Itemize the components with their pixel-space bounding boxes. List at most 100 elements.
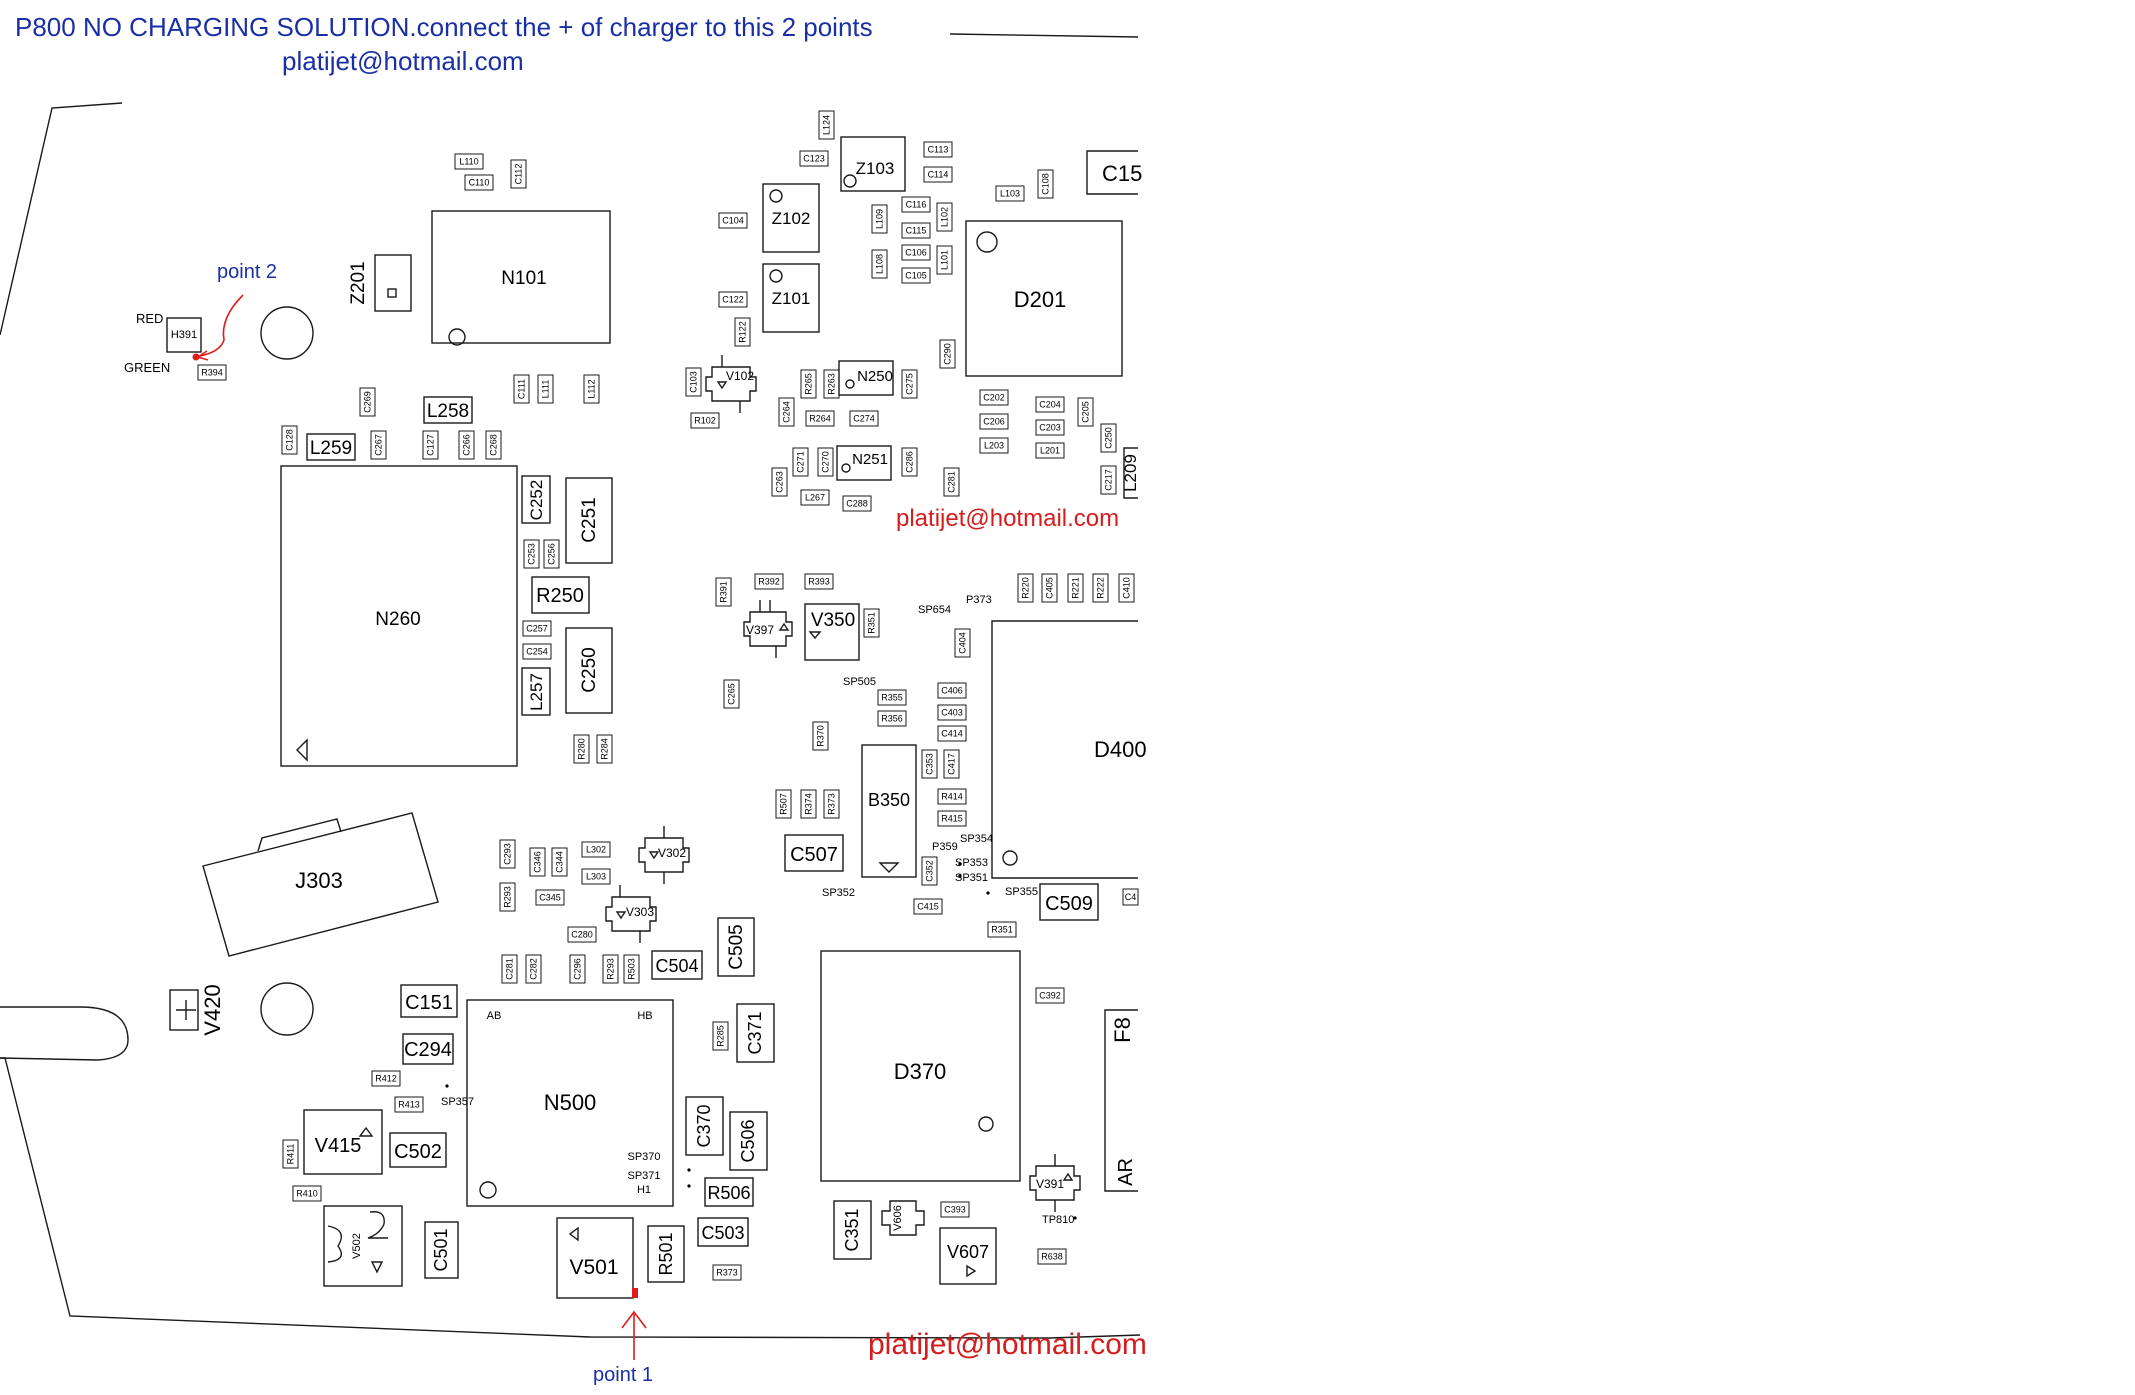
smd-c393: C393: [940, 1201, 970, 1218]
smd-r293b: R293: [602, 954, 619, 984]
testpoint-sp355: SP355: [1005, 886, 1038, 898]
smd-label: L112: [587, 379, 597, 398]
smd-label: C108: [1041, 173, 1051, 195]
capacitor-C505: C505: [717, 917, 755, 977]
transistor-V102: V102: [705, 355, 757, 413]
part-F8: F8 AR: [1104, 1009, 1138, 1192]
smd-r413: R413: [394, 1096, 424, 1113]
smd-c205: C205: [1077, 397, 1094, 427]
part-N250: N250: [838, 360, 894, 396]
smd-label: R638: [1041, 1252, 1063, 1262]
smd-r280: R280: [573, 734, 590, 764]
smd-c263: C263: [771, 467, 788, 497]
point2-marker: [192, 294, 244, 361]
capacitor-C501: C501: [424, 1221, 459, 1279]
smd-r507: R507: [775, 789, 792, 819]
resistor-R250: R250: [531, 576, 590, 614]
smd-label: C104: [722, 216, 744, 226]
smd-label: C254: [526, 647, 548, 657]
smd-r374: R374: [800, 789, 817, 819]
smd-c116: C116: [901, 196, 931, 213]
smd-label: L102: [940, 207, 950, 227]
ic-N500: N500 AB HB SP370 SP371 H1: [466, 999, 674, 1207]
smd-label: C281: [505, 958, 515, 980]
smd-l303: L303: [581, 868, 611, 885]
smd-r220: R220: [1017, 573, 1034, 603]
smd-label: C269: [363, 391, 373, 413]
smd-label: C256: [547, 543, 557, 565]
smd-label: R280: [577, 738, 587, 760]
smd-c254: C254: [522, 643, 552, 660]
smd-label: R413: [398, 1100, 420, 1110]
svg-text:V606: V606: [892, 1205, 904, 1231]
smd-r394: R394: [197, 364, 227, 381]
svg-text:N250: N250: [857, 368, 893, 385]
smd-label: L267: [805, 493, 825, 503]
smd-c113: C113: [923, 141, 953, 158]
smd-c290: C290: [939, 339, 956, 369]
smd-label: R394: [201, 368, 223, 378]
inductor-L258: L258: [423, 396, 473, 424]
smd-c281: C281: [943, 467, 960, 497]
svg-text:D370: D370: [894, 1059, 947, 1084]
svg-text:C251: C251: [579, 497, 600, 542]
board-outline-top-right: [949, 33, 1139, 38]
testpoint-sp351: SP351: [955, 872, 988, 884]
smd-label: R414: [941, 792, 963, 802]
smd-l203: L203: [979, 437, 1009, 454]
svg-text:H391: H391: [171, 329, 197, 341]
capacitor-C370: C370: [685, 1096, 724, 1156]
smd-c106: C106: [901, 244, 931, 261]
smd-c280: C280: [567, 926, 597, 943]
smd-label: R374: [804, 793, 814, 815]
svg-text:C15: C15: [1102, 161, 1142, 186]
smd-label: R293: [606, 958, 616, 980]
capacitor-C250: C250: [565, 627, 613, 714]
smd-c275: C275: [901, 369, 918, 399]
watermark-email-middle: platijet@hotmail.com: [896, 505, 1120, 532]
svg-text:L259: L259: [310, 438, 352, 459]
smd-label: C290: [943, 343, 953, 365]
svg-text:N500: N500: [544, 1090, 597, 1115]
smd-r410: R410: [292, 1185, 322, 1202]
smd-label: R507: [779, 793, 789, 815]
smd-label: C113: [928, 145, 949, 155]
smd-r355: R355: [877, 689, 907, 706]
smd-c112: C112: [510, 159, 527, 189]
smd-label: R264: [809, 414, 831, 424]
svg-text:L257: L257: [527, 673, 546, 711]
smd-c4: C4: [1122, 888, 1139, 906]
svg-text:C250: C250: [579, 647, 600, 692]
svg-text:V303: V303: [626, 905, 654, 919]
smd-c206: C206: [979, 413, 1009, 430]
diode-V420: V420: [169, 984, 225, 1036]
testpoint-sp354: SP354: [960, 833, 993, 845]
smd-c406: C406: [937, 682, 967, 699]
board-outline-bottom: [0, 1006, 129, 1061]
smd-l124: L124: [818, 110, 835, 140]
smd-c114: C114: [923, 166, 953, 183]
smd-label: C111: [517, 379, 527, 399]
transistor-V303: V303: [605, 885, 657, 943]
smd-c293: C293: [499, 839, 516, 869]
testpoint-p359: P359: [932, 841, 958, 853]
smd-label: L302: [586, 845, 606, 855]
smd-label: C293: [503, 843, 513, 865]
smd-c267: C267: [370, 430, 387, 460]
smd-r392: R392: [754, 573, 784, 590]
svg-text:R506: R506: [707, 1183, 750, 1203]
smd-r293: R293: [499, 882, 516, 912]
smd-r265: R265: [800, 369, 817, 399]
smd-label: C122: [722, 295, 744, 305]
smd-r412: R412: [371, 1070, 401, 1087]
svg-text:V502: V502: [351, 1233, 363, 1259]
smd-c344: C344: [551, 847, 568, 877]
smd-c414: C414: [937, 725, 967, 742]
smd-label: C274: [853, 414, 875, 424]
smd-label: C345: [539, 893, 561, 903]
smd-c104: C104: [718, 212, 748, 229]
smd-label: L201: [1040, 446, 1060, 456]
transistor-V501: V501: [556, 1217, 634, 1299]
resistor-R501: R501: [647, 1225, 685, 1283]
smd-l109: L109: [871, 204, 888, 234]
